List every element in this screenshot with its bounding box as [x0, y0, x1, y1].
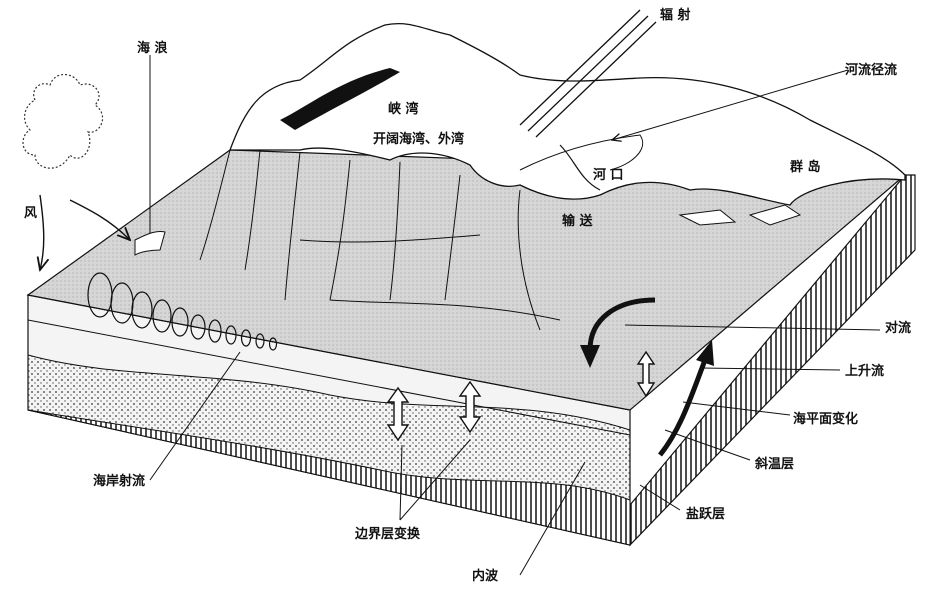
- cloud-icon: [22, 73, 104, 169]
- label-halocline: 盐跃层: [686, 507, 726, 522]
- coastal-jet-coil: [87, 272, 278, 351]
- label-wind: 风: [24, 206, 38, 221]
- block-front-face: [27, 294, 631, 546]
- label-coastal-jet: 海岸射流: [93, 474, 146, 489]
- label-waves: 海 浪: [137, 41, 168, 56]
- boundary-exchange-arrows: [386, 350, 656, 442]
- waves-marker: [134, 55, 166, 256]
- land-mass: [229, 23, 906, 226]
- label-sea-level-change: 海平面变化: [793, 412, 859, 427]
- label-internal-waves: 内波: [472, 569, 499, 584]
- label-fjord: 峡 湾: [388, 102, 419, 117]
- label-thermocline: 斜温层: [755, 457, 795, 472]
- label-convection: 对流: [885, 321, 912, 336]
- label-open-bay: 开阔海湾、外湾: [373, 132, 465, 147]
- radiation-arrows: [519, 9, 657, 138]
- label-boundary-exchange: 边界层变换: [355, 527, 421, 542]
- label-upwelling: 上升流: [845, 364, 885, 379]
- label-river-runoff: 河流径流: [845, 63, 898, 78]
- upwelling-arrow: [658, 340, 714, 457]
- label-islands: 群 岛: [790, 160, 821, 175]
- label-radiation: 辐 射: [660, 8, 691, 23]
- label-transport: 输 送: [562, 214, 593, 229]
- leader-lines: [149, 69, 881, 576]
- label-estuary: 河 口: [593, 168, 624, 183]
- convection-arrow: [580, 297, 656, 368]
- cliffs: [199, 149, 561, 331]
- wind-arrows: [40, 194, 130, 270]
